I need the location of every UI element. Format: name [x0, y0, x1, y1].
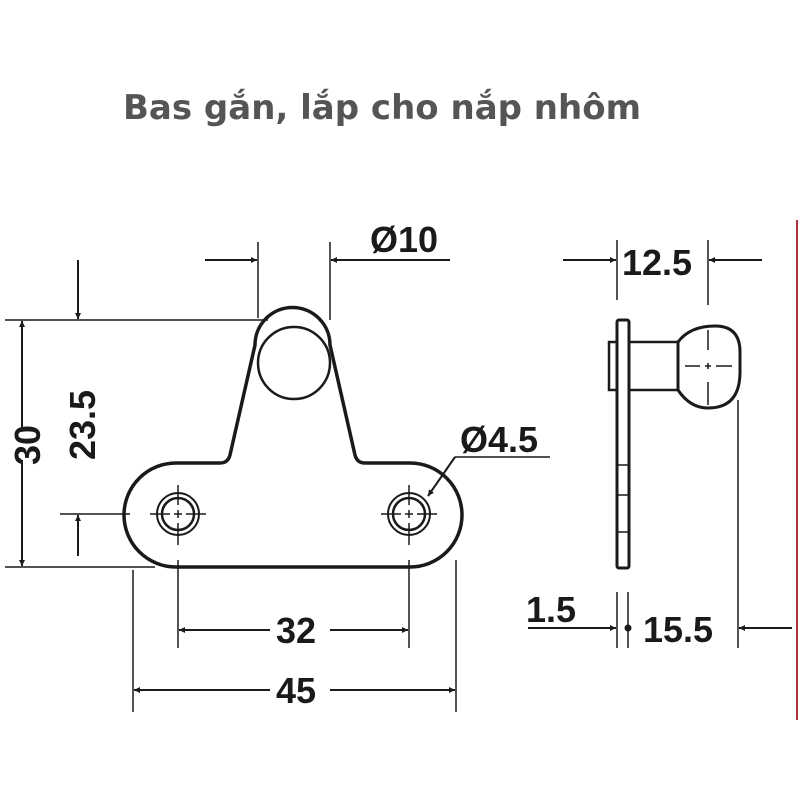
drawing-title: Bas gắn, lắp cho nắp nhôm	[122, 88, 642, 128]
bracket-outline	[122, 305, 464, 569]
dim-plate-thickness: 1.5	[526, 589, 576, 630]
dim-total-height: 30	[7, 425, 48, 465]
dim-ball-diameter: Ø10	[370, 219, 438, 260]
side-plate	[615, 318, 631, 570]
dim-total-width: 45	[276, 670, 316, 711]
dim-side-ball-depth: 12.5	[622, 242, 692, 283]
side-ball	[676, 324, 742, 410]
ball-circle	[256, 325, 332, 401]
dim-side-total-depth: 15.5	[643, 609, 713, 650]
dim-hole-height: 23.5	[62, 390, 103, 460]
edge-accent-line	[796, 220, 798, 720]
dim-hole-spacing: 32	[276, 610, 316, 651]
dim-hole-diameter: Ø4.5	[460, 419, 538, 460]
